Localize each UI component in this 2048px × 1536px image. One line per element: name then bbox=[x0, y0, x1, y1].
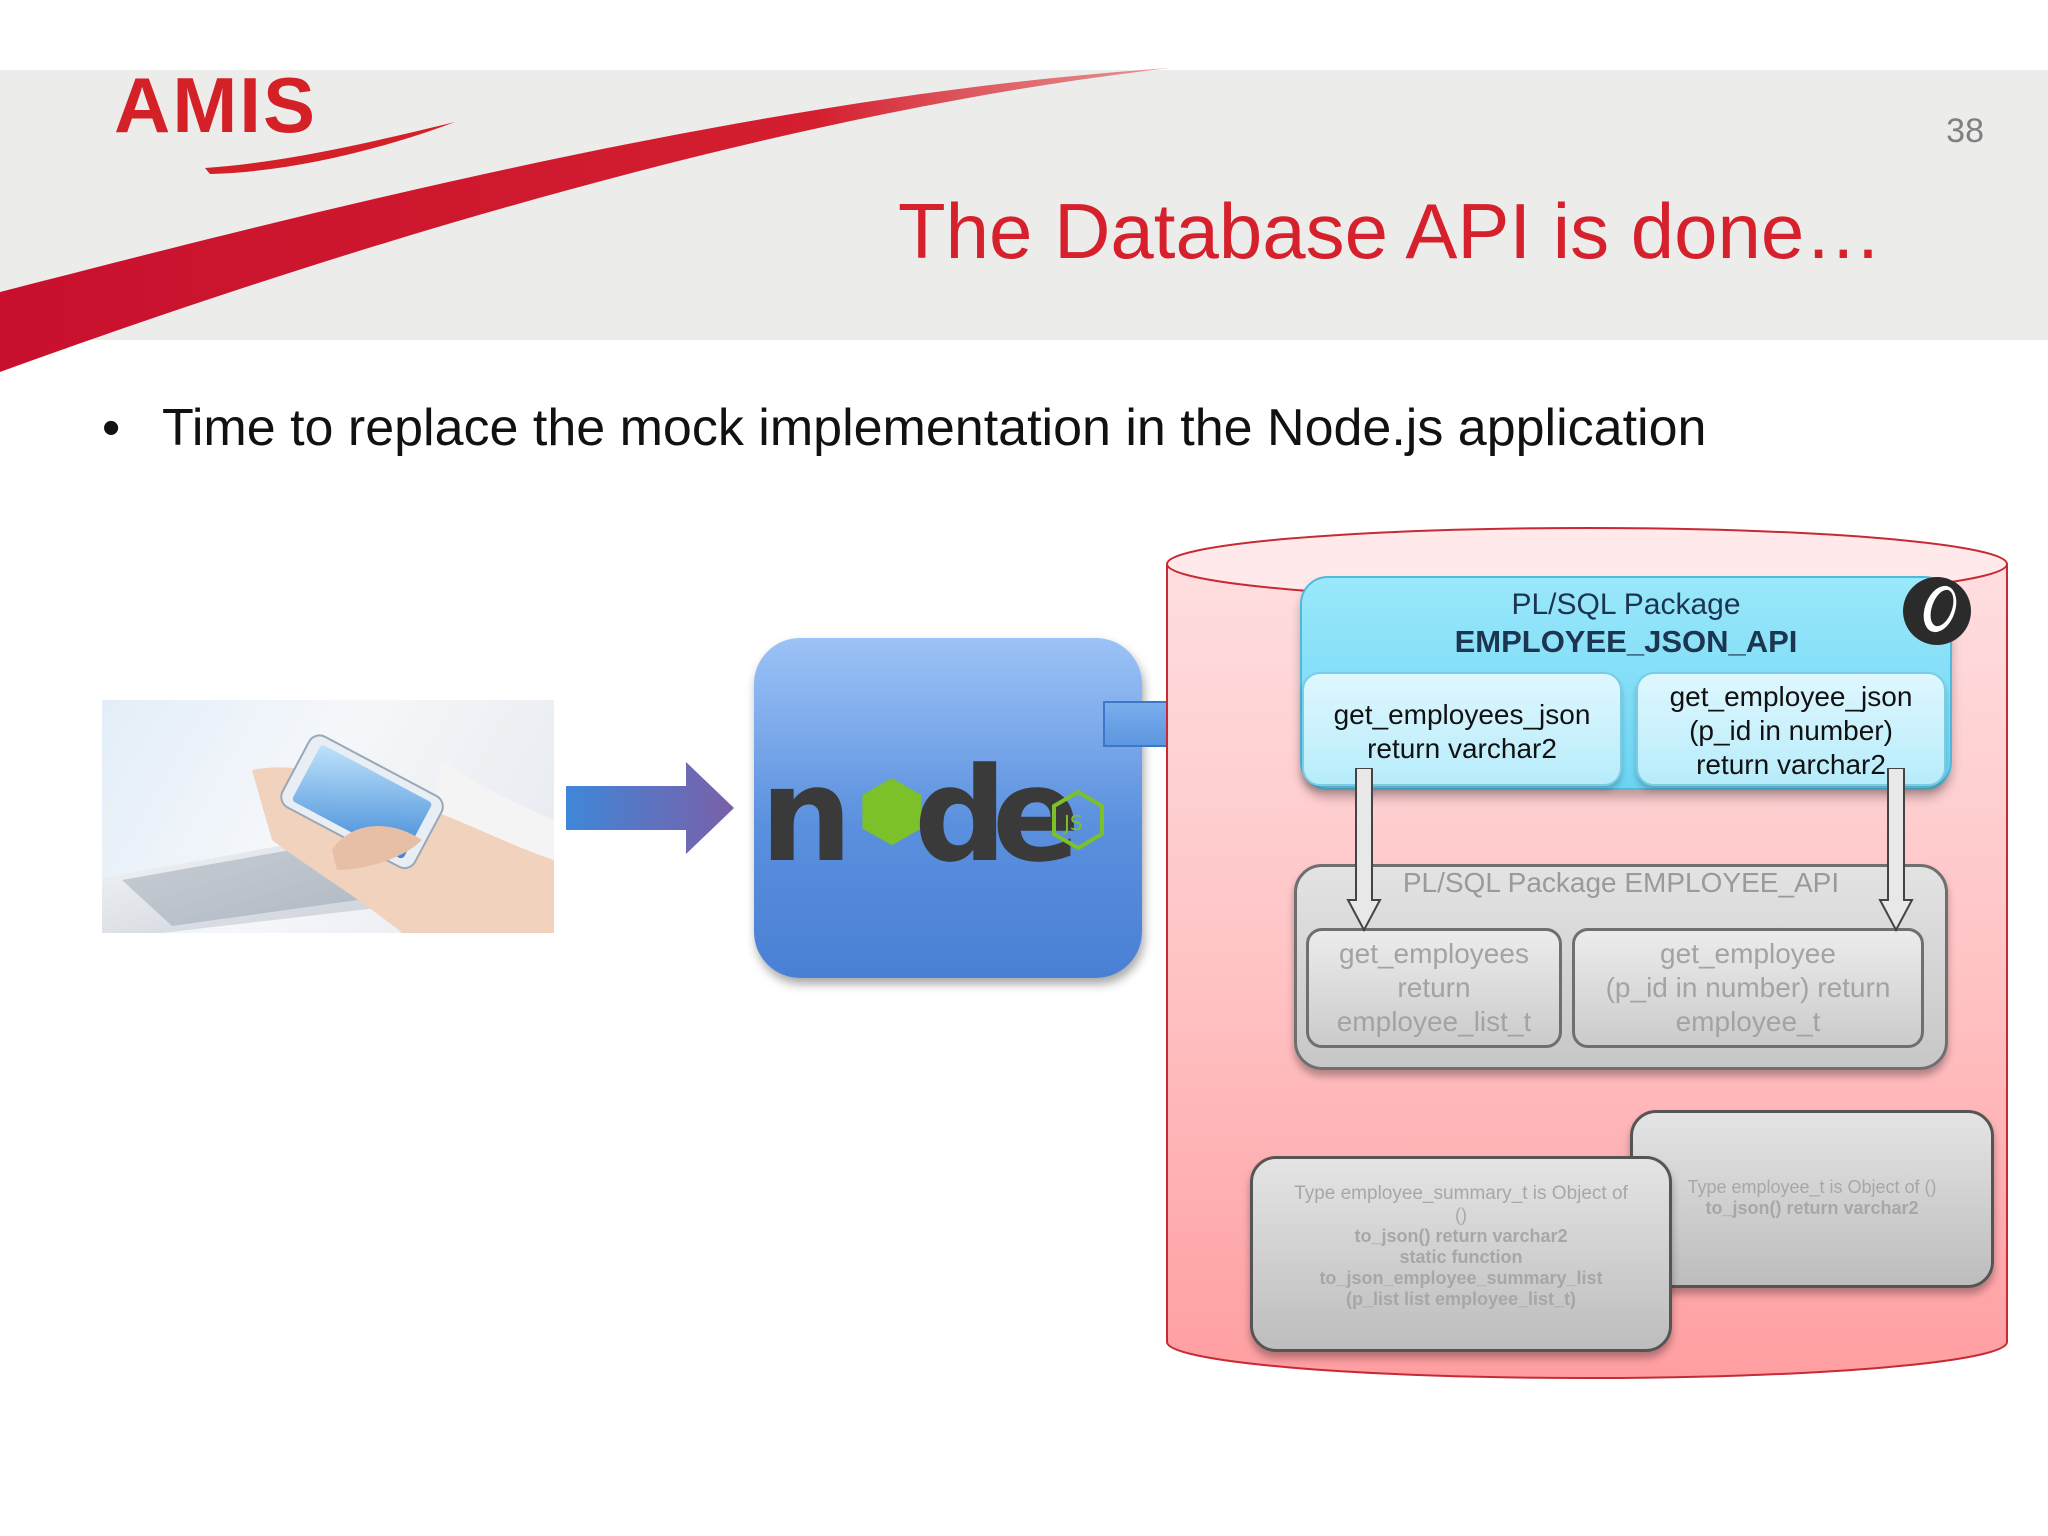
function-line: (p_id in number) bbox=[1689, 715, 1893, 746]
json-api-package-label: PL/SQL Package bbox=[1511, 588, 1741, 621]
get-employee-json-function: get_employee_json (p_id in number) retur… bbox=[1636, 672, 1946, 786]
svg-text:n: n bbox=[760, 739, 857, 891]
slide-title: The Database API is done… bbox=[898, 187, 1883, 275]
type-line: to_json() return varchar2 bbox=[1705, 1198, 1919, 1218]
json-api-package-name: EMPLOYEE_JSON_API bbox=[1454, 624, 1798, 659]
amis-logo: AMIS bbox=[114, 61, 317, 149]
svg-text:e: e bbox=[992, 739, 1080, 891]
type-line: to_json_employee_summary_list bbox=[1319, 1268, 1603, 1288]
red-swoosh bbox=[0, 68, 1170, 372]
bullet-item: • Time to replace the mock implementation… bbox=[102, 398, 1706, 458]
nodejs-logo-icon: n d e JS bbox=[760, 739, 1104, 891]
function-line: employee_t bbox=[1675, 1006, 1821, 1037]
arrow-to-node-icon bbox=[566, 762, 734, 854]
phone-in-hand-illustration bbox=[102, 734, 554, 933]
bullet-text: Time to replace the mock implementation … bbox=[162, 399, 1707, 457]
function-line: get_employees bbox=[1339, 938, 1529, 969]
get-employee-function: get_employee (p_id in number) return emp… bbox=[1572, 928, 1924, 1048]
type-line: (p_list list employee_list_t) bbox=[1345, 1289, 1577, 1309]
type-line: Type employee_t is Object of () bbox=[1687, 1177, 1937, 1197]
mobile-device-photo bbox=[102, 700, 554, 933]
function-line: employee_list_t bbox=[1336, 1006, 1532, 1037]
slide-number: 38 bbox=[1946, 112, 1984, 150]
call-arrow-right-icon bbox=[1878, 768, 1914, 932]
function-line: (p_id in number) return bbox=[1605, 972, 1891, 1003]
type-line: to_json() return varchar2 bbox=[1354, 1226, 1568, 1246]
function-line: get_employees_json bbox=[1333, 699, 1591, 730]
employee-api-package-name: PL/SQL Package EMPLOYEE_API bbox=[1402, 867, 1840, 898]
type-line: () bbox=[1455, 1205, 1467, 1225]
nodejs-box: n d e JS bbox=[754, 638, 1142, 978]
function-line: return bbox=[1397, 972, 1471, 1003]
svg-text:d: d bbox=[914, 739, 1007, 891]
type-line: Type employee_summary_t is Object of bbox=[1294, 1183, 1628, 1204]
get-employees-json-function: get_employees_json return varchar2 bbox=[1302, 672, 1622, 786]
call-arrow-left-icon bbox=[1346, 768, 1382, 932]
employee-summary-t-type: Type employee_summary_t is Object of () … bbox=[1250, 1156, 1672, 1352]
bullet-dot: • bbox=[102, 399, 121, 457]
function-line: return varchar2 bbox=[1367, 733, 1557, 764]
nodejs-badge: JS bbox=[1062, 811, 1083, 835]
function-line: get_employee_json bbox=[1669, 681, 1913, 712]
oval-logo-icon bbox=[1903, 577, 1971, 645]
function-line: return varchar2 bbox=[1696, 749, 1886, 780]
get-employees-function: get_employees return employee_list_t bbox=[1306, 928, 1562, 1048]
header-band bbox=[0, 70, 2048, 340]
employee-t-type: Type employee_t is Object of () to_json(… bbox=[1630, 1110, 1994, 1288]
function-line: get_employee bbox=[1660, 938, 1836, 969]
type-line: static function bbox=[1399, 1247, 1523, 1267]
